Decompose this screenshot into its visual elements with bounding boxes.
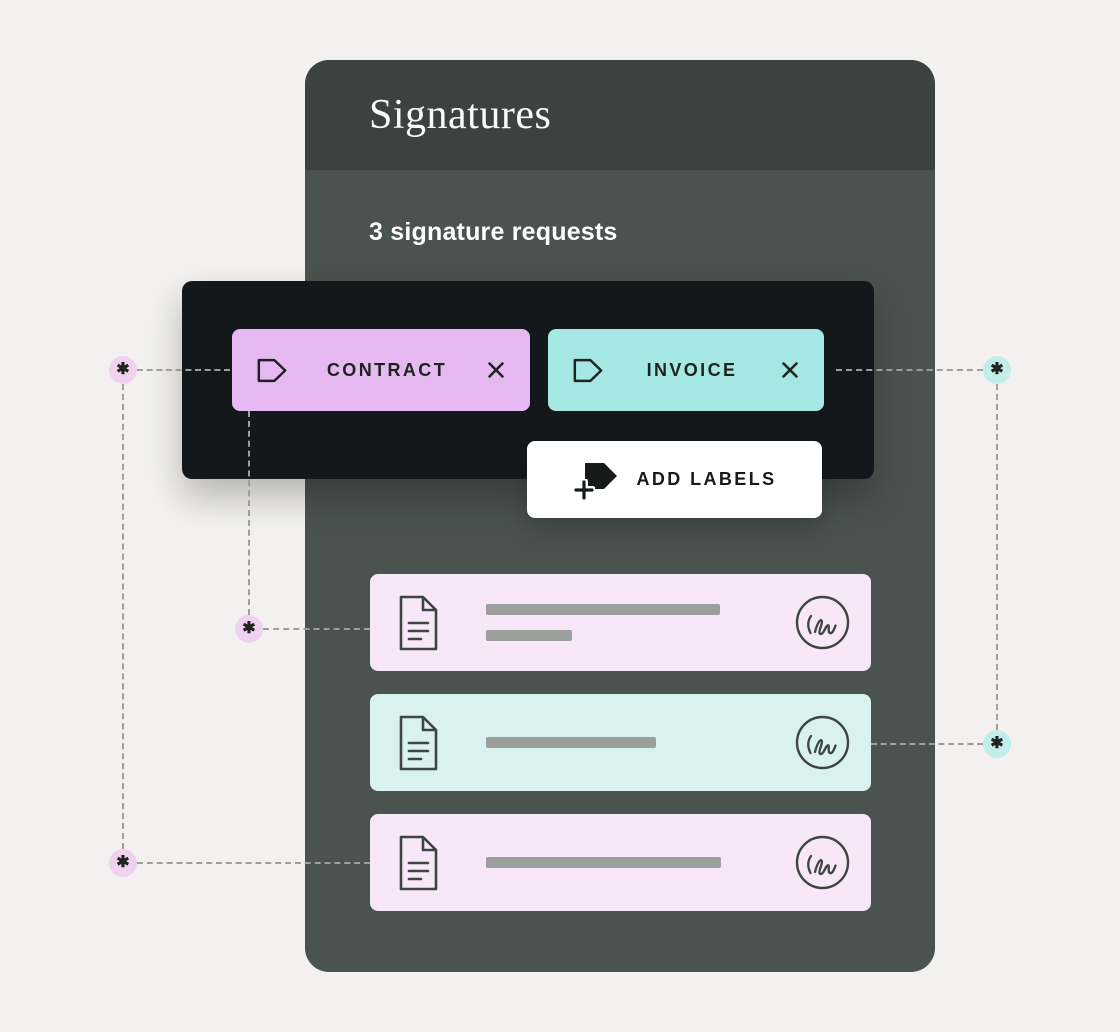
signature-request-row[interactable] [370,574,871,671]
document-icon [395,714,442,772]
tag-icon [256,357,288,384]
label-chip-invoice[interactable]: INVOICE [548,329,824,411]
tag-icon [572,357,604,384]
signature-requests-count: 3 signature requests [369,218,618,246]
connector-line [137,862,370,864]
asterisk-badge: ✱ [109,849,137,877]
page-title: Signatures [369,92,552,138]
connector-line [996,384,998,730]
chip-label: INVOICE [646,359,738,380]
signature-icon [794,594,851,651]
connector-line [263,628,370,630]
add-labels-label: ADD LABELS [636,469,777,489]
signature-icon [794,714,851,771]
connector-line [836,369,983,371]
placeholder-text-lines [486,737,656,748]
placeholder-text-lines [486,857,721,868]
connector-line [122,384,124,849]
document-icon [395,834,442,892]
placeholder-text-lines [486,604,720,641]
close-icon[interactable] [486,360,506,380]
placeholder-bar [486,630,572,641]
asterisk-badge: ✱ [983,356,1011,384]
chip-label: CONTRACT [326,359,448,380]
signature-icon [794,834,851,891]
add-labels-button[interactable]: ADD LABELS [527,441,822,518]
asterisk-badge: ✱ [109,356,137,384]
asterisk-badge: ✱ [235,615,263,643]
connector-line [871,743,983,745]
label-chip-contract[interactable]: CONTRACT [232,329,530,411]
add-label-icon [572,459,619,501]
placeholder-bar [486,604,720,615]
connector-line [248,411,250,615]
close-icon[interactable] [780,360,800,380]
asterisk-badge: ✱ [983,730,1011,758]
signature-request-row[interactable] [370,814,871,911]
placeholder-bar [486,737,656,748]
card-header: Signatures [305,60,935,170]
document-icon [395,594,442,652]
placeholder-bar [486,857,721,868]
connector-line [137,369,230,371]
signature-request-row[interactable] [370,694,871,791]
